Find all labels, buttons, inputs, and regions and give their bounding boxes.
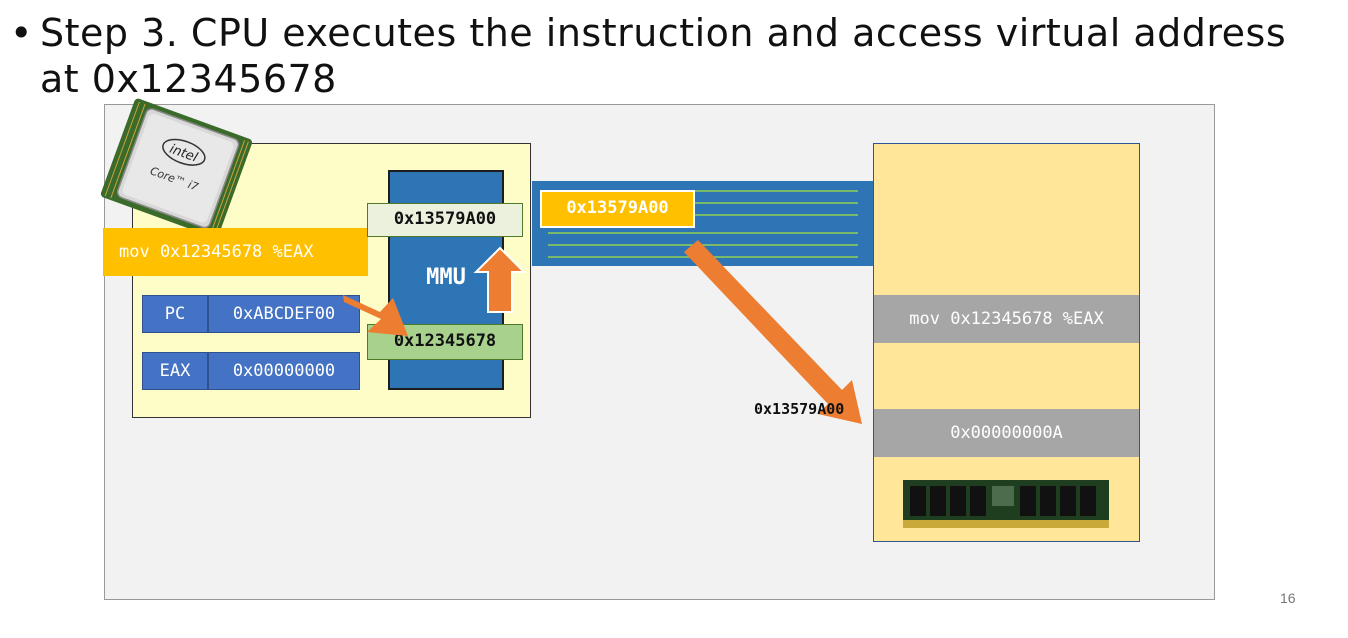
arrow-to-memory-icon (684, 240, 862, 424)
register-eax-name: EAX (142, 352, 208, 390)
memory-instruction-row: mov 0x12345678 %EAX (874, 295, 1139, 343)
mmu-physical-address: 0x13579A00 (367, 203, 523, 237)
page-number: 16 (1280, 590, 1296, 606)
register-pc-value: 0xABCDEF00 (208, 295, 360, 333)
arrow-up-icon (473, 246, 527, 313)
cpu-instruction: mov 0x12345678 %EAX (103, 228, 368, 276)
bullet: • (10, 11, 33, 55)
title-line-1: Step 3. CPU executes the instruction and… (40, 11, 1287, 55)
register-pc-name: PC (142, 295, 208, 333)
register-eax-value: 0x00000000 (208, 352, 360, 390)
bus-address-label: 0x13579A00 (540, 190, 695, 228)
mmu-label: MMU (426, 265, 466, 290)
title-line-2: at 0x12345678 (40, 57, 337, 101)
arrow-to-mmu-icon (343, 295, 408, 336)
memory-arrow-label: 0x13579A00 (754, 400, 845, 418)
memory-data-row: 0x00000000A (874, 409, 1139, 457)
